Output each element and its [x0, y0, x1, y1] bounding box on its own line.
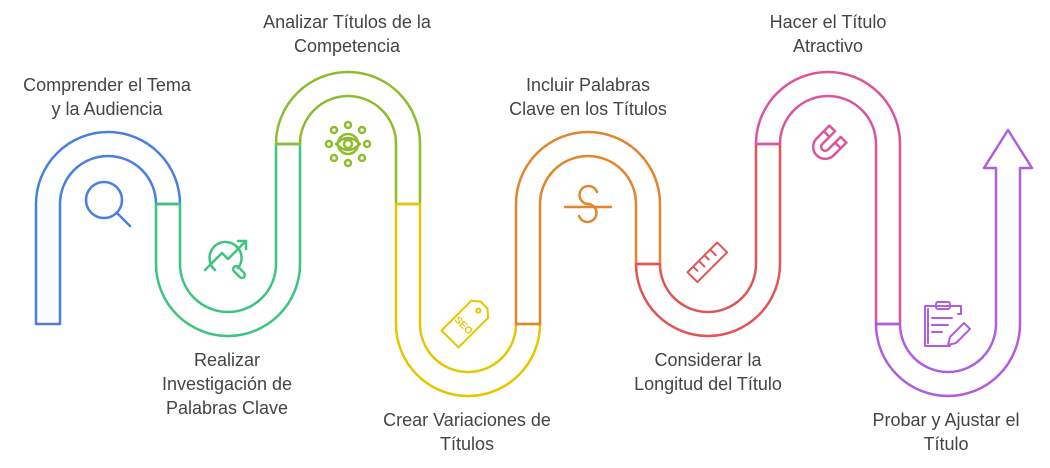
- label-line: Comprender el Tema: [23, 75, 191, 95]
- label-line: Atractivo: [792, 36, 864, 56]
- step-3-track: [274, 70, 422, 206]
- step-5-label: Incluir Palabras Clave en los Títulos: [458, 73, 718, 121]
- label-line: Realizar: [193, 350, 261, 370]
- seo-tag-icon: SEO: [440, 299, 490, 349]
- step-6-track: [634, 142, 782, 338]
- search-icon: [84, 180, 132, 228]
- step-8-track-arrow: [874, 128, 1034, 398]
- step-1-track: [34, 130, 182, 326]
- step-8-label: Probar y Ajustar el Título: [816, 408, 1050, 456]
- step-1-label: Comprender el Tema y la Audiencia: [0, 73, 237, 121]
- step-7-track: [754, 70, 902, 326]
- step-6-label: Considerar la Longitud del Título: [578, 348, 838, 396]
- ruler-icon: [686, 241, 729, 284]
- label-line: Investigación de: [161, 374, 293, 394]
- step-5-track: [514, 130, 662, 326]
- eye-network-icon: [324, 120, 372, 168]
- magnet-icon: [811, 124, 848, 161]
- label-line: Competencia: [293, 36, 401, 56]
- step-4-label: Crear Variaciones de Títulos: [337, 408, 597, 456]
- label-line: Palabras Clave: [165, 398, 289, 418]
- chart-search-icon: [203, 239, 248, 280]
- label-line: Considerar la: [654, 350, 762, 370]
- label-line: Longitud del Título: [634, 374, 782, 394]
- clipboard-pencil-icon: [924, 301, 971, 347]
- strikethrough-icon: [563, 184, 613, 224]
- label-line: Incluir Palabras: [525, 75, 651, 95]
- label-line: Títulos: [439, 434, 495, 454]
- label-line: Probar y Ajustar el: [872, 410, 1020, 430]
- step-4-track: [394, 202, 542, 398]
- label-line: y la Audiencia: [51, 99, 163, 119]
- step-2-track: [154, 142, 302, 338]
- label-line: Analizar Títulos de la: [263, 12, 431, 32]
- label-line: Título: [923, 434, 969, 454]
- label-line: Clave en los Títulos: [509, 99, 667, 119]
- label-line: Hacer el Título: [769, 12, 887, 32]
- step-7-label: Hacer el Título Atractivo: [698, 10, 958, 58]
- step-3-label: Analizar Títulos de la Competencia: [217, 10, 477, 58]
- step-2-label: Realizar Investigación de Palabras Clave: [97, 348, 357, 420]
- label-line: Crear Variaciones de: [383, 410, 551, 430]
